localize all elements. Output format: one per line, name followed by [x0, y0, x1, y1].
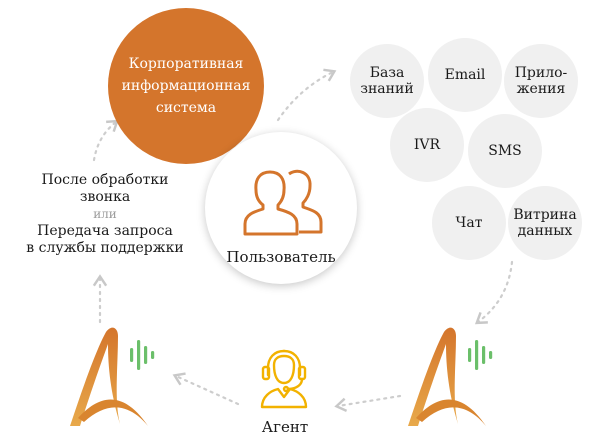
- arrow-user-to-channels: [276, 68, 337, 122]
- channel-knowledge-base: База знаний: [350, 44, 424, 118]
- channel-label: Прило-: [514, 65, 568, 81]
- channel-label: SMS: [488, 143, 522, 159]
- arrow-channels-to-logo: [474, 260, 514, 325]
- user-circle: Пользователь: [205, 132, 357, 284]
- channel-data-showcase: Витрина данных: [508, 186, 582, 260]
- channel-chat: Чат: [432, 186, 506, 260]
- users-icon: [243, 169, 323, 236]
- post-processing-line: Передача запроса: [37, 223, 173, 239]
- or-label: или: [93, 207, 117, 221]
- corporate-system-circle: Корпоративная информационная система: [108, 8, 264, 164]
- channel-email: Email: [428, 38, 502, 112]
- post-processing-line: в службы поддержки: [26, 240, 184, 256]
- channel-label: База: [369, 65, 405, 81]
- channel-sms: SMS: [468, 114, 542, 188]
- channel-label: IVR: [413, 137, 441, 153]
- channel-label: Витрина: [513, 207, 577, 223]
- orange-a-logo-icon: [408, 327, 493, 426]
- channel-label: данных: [517, 223, 573, 239]
- post-processing-text: После обработки звонка или Передача запр…: [10, 172, 200, 257]
- post-processing-line: звонка: [79, 189, 131, 205]
- agent-label: Агент: [261, 418, 309, 436]
- channel-label: Email: [444, 67, 486, 83]
- orange-a-logo-icon: [70, 327, 155, 426]
- channel-label: знаний: [360, 81, 414, 97]
- corporate-system-line: Корпоративная: [128, 56, 244, 72]
- user-label: Пользователь: [226, 248, 336, 266]
- corporate-system-line: информационная: [121, 78, 251, 94]
- headset-agent-icon: [260, 349, 308, 409]
- channel-label: жения: [516, 81, 566, 97]
- channel-label: Чат: [455, 215, 483, 231]
- post-processing-line: После обработки: [41, 172, 169, 188]
- channel-ivr: IVR: [390, 108, 464, 182]
- corporate-system-line: система: [155, 100, 217, 116]
- arrow-text-to-corp: [92, 119, 119, 162]
- channel-apps: Прило- жения: [504, 44, 578, 118]
- arrow-agent-to-logo: [172, 372, 240, 406]
- arrow-logo-to-agent: [334, 394, 402, 412]
